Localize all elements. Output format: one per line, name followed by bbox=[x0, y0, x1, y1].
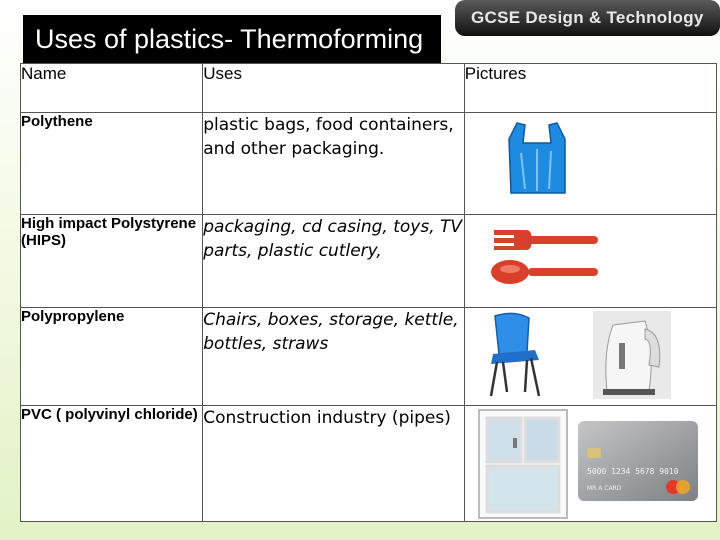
table-row: PVC ( polyvinyl chloride) Construction i… bbox=[19, 405, 718, 522]
plastic-uses: Construction industry (pipes) bbox=[202, 405, 465, 522]
picture-cell: 5000 1234 5678 9010 MR A CARD bbox=[463, 405, 718, 522]
brand-badge bbox=[455, 0, 720, 36]
card-number: 5000 1234 5678 9010 bbox=[587, 467, 679, 476]
plastic-name: High impact Polystyrene (HIPS) bbox=[19, 214, 204, 308]
picture-cell bbox=[463, 307, 718, 406]
table-row: Polythene plastic bags, food containers,… bbox=[19, 112, 718, 215]
header-uses: Uses bbox=[202, 63, 465, 113]
card-name: MR A CARD bbox=[587, 485, 622, 492]
plastic-name: Polypropylene bbox=[19, 307, 204, 406]
plastic-chair-image bbox=[489, 312, 541, 397]
plastic-bag-image bbox=[508, 122, 566, 194]
table-header-row: Name Uses Pictures bbox=[19, 63, 718, 113]
title-bar bbox=[23, 15, 441, 65]
table-row: Polypropylene Chairs, boxes, storage, ke… bbox=[19, 307, 718, 406]
plastic-name: PVC ( polyvinyl chloride) bbox=[19, 405, 204, 522]
plastic-cutlery-image bbox=[490, 230, 598, 284]
picture-cell bbox=[463, 214, 718, 308]
brand-label: GCSE Design & Technology bbox=[471, 8, 704, 27]
plastic-uses: Chairs, boxes, storage, kettle, bottles,… bbox=[202, 307, 465, 406]
plastic-uses: plastic bags, food containers, and other… bbox=[202, 112, 465, 215]
upvc-window-image bbox=[477, 409, 568, 519]
plastics-table: Name Uses Pictures Polythene plastic bag… bbox=[19, 63, 718, 522]
header-pictures: Pictures bbox=[463, 63, 718, 113]
table-row: High impact Polystyrene (HIPS) packaging… bbox=[19, 214, 718, 308]
header-name: Name bbox=[19, 63, 204, 113]
kettle-image bbox=[592, 311, 671, 399]
picture-cell bbox=[463, 112, 718, 215]
plastic-name: Polythene bbox=[19, 112, 204, 215]
slide-title: Uses of plastics- Thermoforming bbox=[35, 24, 424, 54]
plastic-uses: packaging, cd casing, toys, TV parts, pl… bbox=[202, 214, 465, 308]
plastic-bank-card-image: 5000 1234 5678 9010 MR A CARD bbox=[577, 421, 698, 501]
